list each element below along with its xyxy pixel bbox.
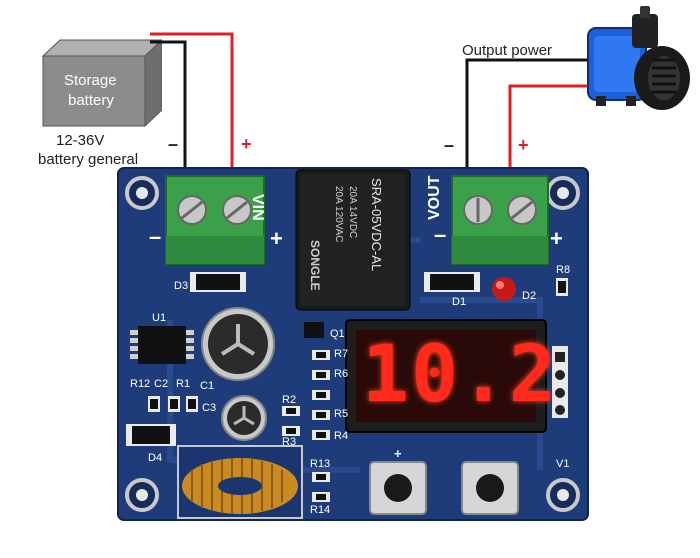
button-right-body xyxy=(461,461,519,515)
storage-battery: Storage battery xyxy=(40,38,164,128)
ref-d2: D2 xyxy=(522,290,537,302)
ref-c8: C1 xyxy=(200,380,215,392)
ref-c3: C3 xyxy=(202,402,217,414)
ref-r13: R13 xyxy=(310,458,331,470)
vout-label: VOUT xyxy=(426,175,443,220)
vin-terminal-block xyxy=(165,175,265,265)
battery-icon xyxy=(41,38,164,128)
vout-terminal-block xyxy=(451,175,549,265)
push-button-right[interactable] xyxy=(462,462,518,514)
ref-r14: R14 xyxy=(310,504,331,516)
ref-u1: U1 xyxy=(152,312,167,324)
ref-r8: R8 xyxy=(556,264,571,276)
relay-rating2: 20A 120VAC xyxy=(333,186,344,243)
vout-plus: + xyxy=(550,226,563,251)
d4-diode xyxy=(126,424,176,446)
c1-capacitor xyxy=(201,307,275,381)
seven-segment-display xyxy=(345,319,547,433)
inductor xyxy=(177,445,303,519)
c3-capacitor xyxy=(221,395,267,441)
battery-minus-sign: – xyxy=(168,134,179,154)
ref-r5: R5 xyxy=(334,408,349,420)
d1-diode xyxy=(424,272,480,292)
ref-r2: R2 xyxy=(282,394,297,406)
output-minus-sign: – xyxy=(444,135,455,155)
battery-label-line1: Storage xyxy=(64,72,117,89)
ref-r12: R12 xyxy=(130,378,151,390)
ref-q1: Q1 xyxy=(330,328,345,340)
d3-diode xyxy=(190,272,246,292)
relay-rating1: 20A 14VDC xyxy=(347,186,358,239)
u1-chip xyxy=(130,326,194,364)
ref-r7: R7 xyxy=(334,348,349,360)
d2-led xyxy=(492,277,516,301)
relay-brand: SONGLE xyxy=(308,240,322,291)
ref-r6: R6 xyxy=(334,368,349,380)
ref-r3: R3 xyxy=(282,436,297,448)
vin-label: VIN xyxy=(249,194,266,221)
relay xyxy=(295,169,411,311)
ref-r1: R1 xyxy=(176,378,191,390)
ref-d3: D3 xyxy=(174,280,189,292)
ref-d4: D4 xyxy=(148,452,163,464)
battery-voltage: 12-36V xyxy=(56,132,105,149)
battery-plus-sign: + xyxy=(241,134,252,154)
output-power-label: Output power xyxy=(462,42,553,59)
relay-model: SRA-05VDC-AL xyxy=(369,178,384,272)
ref-v1: V1 xyxy=(556,458,570,470)
vin-minus: – xyxy=(149,224,162,249)
output-plus-sign: + xyxy=(518,135,529,155)
ref-c2: C2 xyxy=(154,378,169,390)
vin-plus: + xyxy=(270,226,283,251)
ref-d1: D1 xyxy=(452,296,467,308)
water-pump-icon xyxy=(587,6,690,110)
push-button-left[interactable] xyxy=(370,462,426,514)
vout-minus: – xyxy=(434,222,447,247)
ref-r4: R4 xyxy=(334,430,349,442)
battery-general: battery general xyxy=(38,151,139,168)
ref-plus: + xyxy=(394,446,402,461)
header-pins xyxy=(552,346,568,418)
display-value: 10.2 xyxy=(362,330,558,420)
battery-label-line2: battery xyxy=(68,92,114,109)
button-left-body xyxy=(369,461,427,515)
